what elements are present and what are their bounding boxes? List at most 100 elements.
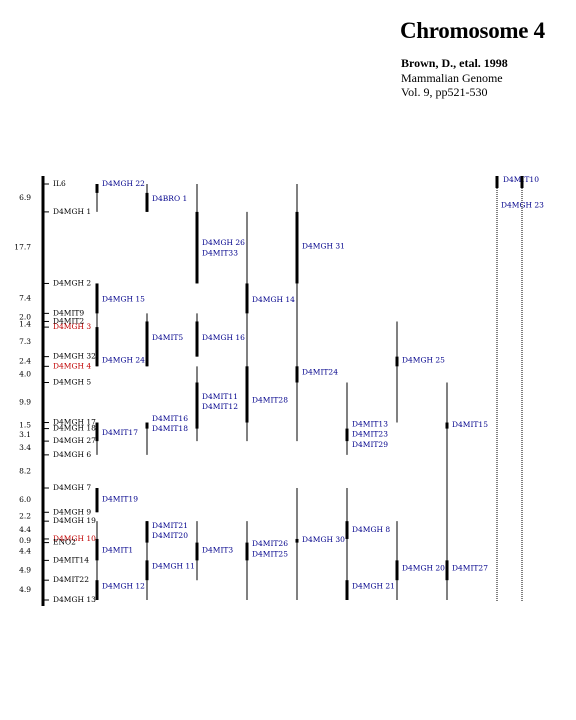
bin-bar — [295, 366, 299, 383]
page-title: Chromosome 4 — [400, 18, 545, 43]
anchor-marker-label: D4MGH 32 — [53, 352, 96, 361]
bin-bar — [95, 327, 99, 367]
bin-marker-label: D4MGH 30 — [302, 535, 345, 544]
bin-bar — [295, 538, 299, 543]
interval-distance: 3.4 — [19, 443, 31, 452]
interval-distance: 2.4 — [19, 356, 31, 365]
interval-distance: 2.2 — [19, 512, 31, 521]
bin-bar — [145, 422, 149, 429]
bin-bar — [345, 580, 349, 600]
bin-marker-label: D4MGH 31 — [302, 242, 345, 251]
bin-bar — [245, 542, 249, 561]
anchor-marker-label: D4MGH 9 — [53, 507, 91, 516]
bin-bar — [195, 321, 199, 357]
bin-bar — [245, 366, 249, 423]
bin-marker-label: D4MIT24 — [302, 367, 338, 376]
bin-marker-label: D4MGH 8 — [352, 525, 390, 534]
bin-bar — [95, 580, 99, 600]
interval-distance: 2.0 — [19, 312, 31, 321]
anchor-marker-label: D4MGH 2 — [53, 278, 91, 287]
bin-bar — [195, 211, 199, 284]
unmapped-bin-bar — [520, 176, 524, 188]
anchor-marker-label: IL6 — [53, 179, 66, 188]
interval-distance: 1.5 — [19, 421, 31, 430]
chromosome-bar — [41, 176, 45, 606]
bin-bar — [95, 283, 99, 314]
bin-bar — [445, 560, 449, 581]
interval-distance: 6.9 — [19, 193, 31, 202]
bin-marker-label: D4MIT25 — [252, 549, 288, 558]
bin-marker-label: D4MIT11 — [202, 392, 238, 401]
bin-marker-label: D4MGH 11 — [152, 561, 195, 570]
interval-distance: 1.4 — [19, 319, 31, 328]
bin-bar — [145, 321, 149, 367]
bin-marker-label: D4MGH 26 — [202, 238, 245, 247]
bin-marker-label: D4MIT15 — [452, 420, 488, 429]
bin-bar — [95, 184, 99, 193]
anchor-marker-label: D4MGH 3 — [53, 322, 91, 331]
bin-bar — [145, 192, 149, 212]
anchor-marker-label: ENO2 — [53, 538, 76, 547]
interval-distance: 9.9 — [19, 398, 31, 407]
anchor-marker-label: D4MGH 1 — [53, 207, 91, 216]
bin-marker-label: D4MIT16 — [152, 414, 188, 423]
bin-bar — [445, 422, 449, 429]
interval-distance: 17.7 — [14, 243, 31, 252]
bin-marker-label: D4MIT3 — [202, 545, 233, 554]
anchor-marker-label: D4MIT9 — [53, 308, 84, 317]
interval-distance: 4.0 — [19, 369, 31, 378]
interval-distance: 4.9 — [19, 585, 31, 594]
bin-bar — [295, 211, 299, 284]
bin-marker-label: D4MGH 14 — [252, 295, 295, 304]
bin-bar — [395, 560, 399, 581]
anchor-marker-label: D4MIT2 — [53, 316, 84, 325]
bin-bar — [245, 283, 249, 314]
bin-bar — [95, 488, 99, 513]
interval-distance: 4.4 — [19, 546, 31, 555]
bin-marker-label: D4MIT26 — [252, 539, 288, 548]
interval-distance: 7.3 — [19, 337, 31, 346]
bin-marker-label: D4MIT13 — [352, 420, 388, 429]
bin-marker-label: D4MGH 12 — [102, 581, 145, 590]
anchor-marker-label: D4MGH 18 — [53, 424, 96, 433]
bin-marker-label: D4MGH 15 — [102, 295, 145, 304]
anchor-marker-label: D4MGH 10 — [53, 534, 96, 543]
bin-marker-label: D4MIT28 — [252, 396, 288, 405]
bin-marker-label: D4MIT33 — [202, 249, 238, 258]
bin-marker-label: D4MGH 24 — [102, 355, 145, 364]
bin-bar — [145, 560, 149, 581]
interval-distance: 3.1 — [19, 430, 31, 439]
bin-marker-label: D4MIT19 — [102, 495, 138, 504]
bin-marker-label: D4MIT1 — [102, 545, 133, 554]
bin-marker-label: D4MGH 21 — [352, 581, 395, 590]
bin-bar — [195, 382, 199, 429]
bin-marker-label: D4MIT18 — [152, 424, 188, 433]
bin-marker-label: D4BRO 1 — [152, 194, 187, 203]
anchor-marker-label: D4MGH 27 — [53, 436, 96, 445]
bin-bar — [345, 428, 349, 442]
interval-distance: 4.9 — [19, 565, 31, 574]
anchor-marker-label: D4MGH 7 — [53, 483, 91, 492]
bin-marker-label: D4MIT20 — [152, 531, 188, 540]
bin-marker-label: D4MIT17 — [102, 428, 138, 437]
bin-marker-label: D4MIT27 — [452, 563, 488, 572]
bin-marker-label: D4MGH 25 — [402, 355, 445, 364]
anchor-marker-label: D4MGH 17 — [53, 418, 96, 427]
anchor-marker-label: D4MIT22 — [53, 575, 89, 584]
anchor-marker-label: D4MIT14 — [53, 555, 89, 564]
bin-marker-label: D4MIT5 — [152, 333, 183, 342]
bin-bar — [395, 356, 399, 367]
bin-marker-label: D4MGH 22 — [102, 179, 145, 188]
unmapped-bin-bar — [495, 176, 499, 188]
citation-volume: Vol. 9, pp521-530 — [401, 85, 488, 99]
anchor-marker-label: D4MGH 19 — [53, 516, 96, 525]
citation-journal: Mammalian Genome — [401, 71, 503, 85]
anchor-marker-label: D4MGH 5 — [53, 377, 91, 386]
bin-bar — [195, 542, 199, 561]
unmapped-marker-label: D4MGH 23 — [501, 200, 544, 209]
citation-author: Brown, D., etal. 1998 — [401, 56, 508, 70]
anchor-marker-label: D4MGH 6 — [53, 450, 91, 459]
anchor-marker-label: D4MGH 4 — [53, 361, 91, 370]
bin-bar — [95, 538, 99, 561]
